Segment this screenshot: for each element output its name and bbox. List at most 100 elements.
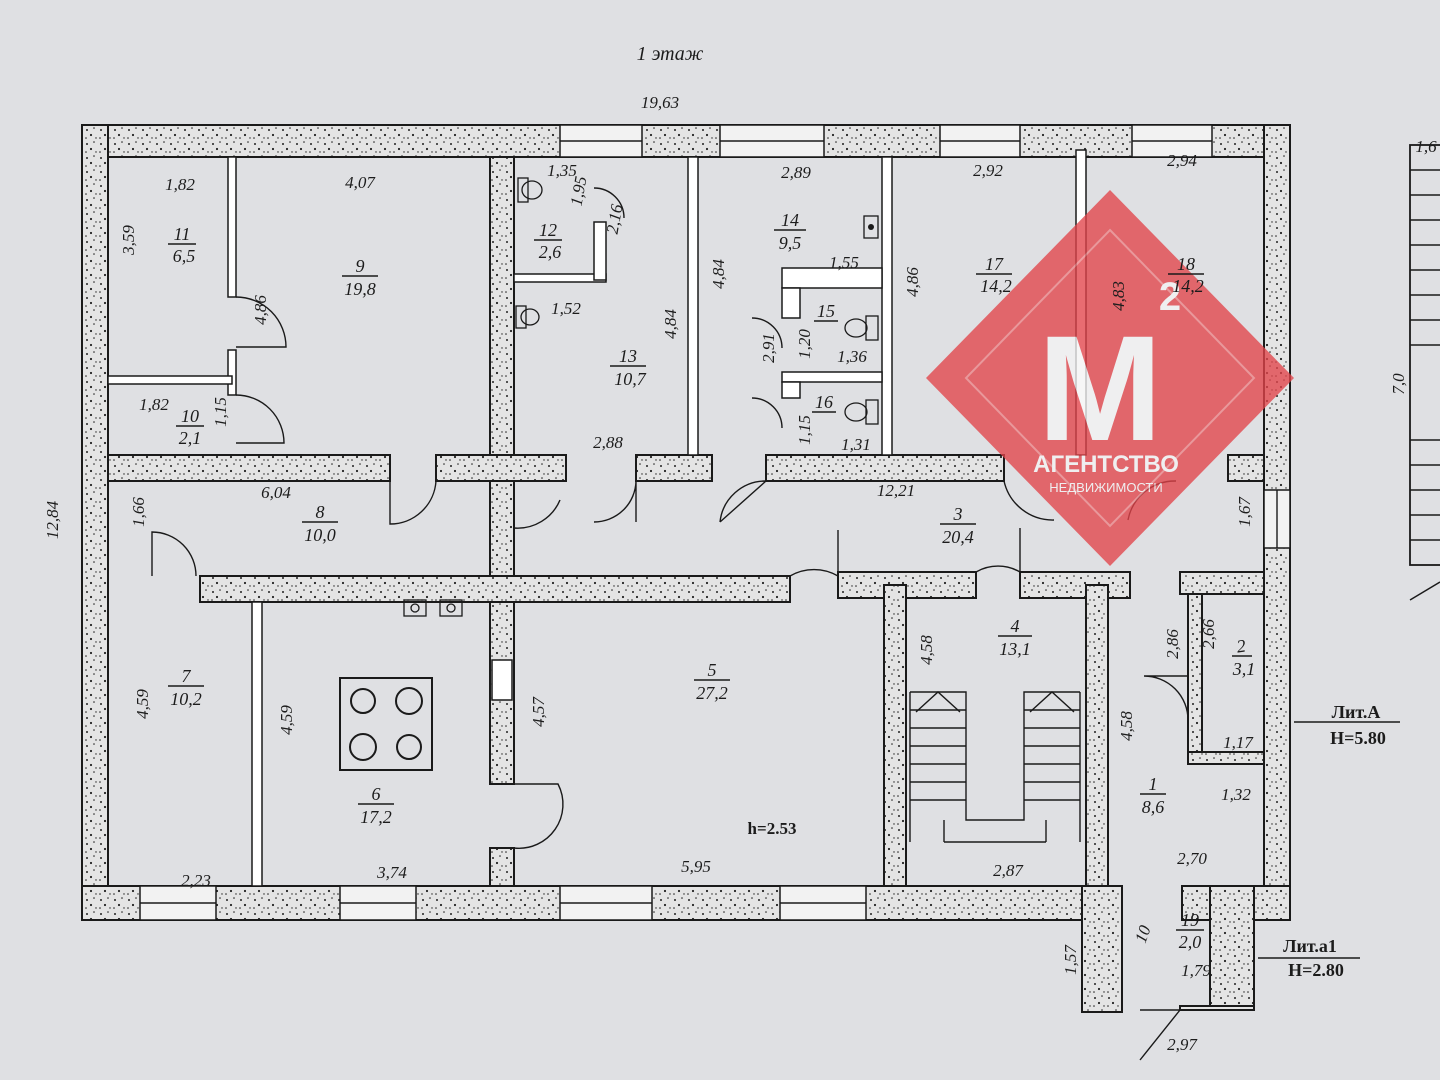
room-2: 23,1 [1232, 636, 1256, 679]
svg-text:1,6: 1,6 [1415, 137, 1437, 156]
svg-text:2,16: 2,16 [603, 202, 627, 235]
svg-text:1: 1 [1149, 774, 1158, 794]
svg-text:1,82: 1,82 [139, 395, 169, 414]
svg-text:4,86: 4,86 [903, 267, 922, 297]
svg-text:14,2: 14,2 [1172, 276, 1204, 296]
svg-text:4,83: 4,83 [1109, 281, 1128, 311]
sanitary-fixtures [403, 177, 879, 617]
svg-text:19: 19 [1181, 910, 1199, 930]
svg-text:3,74: 3,74 [376, 863, 407, 882]
svg-text:1,57: 1,57 [1061, 944, 1080, 975]
svg-text:5,95: 5,95 [681, 857, 711, 876]
room-7: 710,2 [168, 666, 204, 709]
svg-text:9,5: 9,5 [779, 233, 802, 253]
svg-text:H=5.80: H=5.80 [1330, 728, 1386, 748]
svg-text:6,5: 6,5 [173, 246, 196, 266]
svg-text:1,95: 1,95 [567, 175, 591, 208]
svg-text:20,4: 20,4 [942, 527, 974, 547]
svg-text:14: 14 [781, 210, 799, 230]
svg-text:12,21: 12,21 [877, 481, 915, 500]
svg-text:17: 17 [985, 254, 1004, 274]
svg-text:16: 16 [815, 392, 833, 412]
room-19: 192,0 [1176, 910, 1204, 952]
room-9: 919,8 [342, 256, 378, 299]
svg-text:Лит.а1: Лит.а1 [1283, 936, 1337, 956]
svg-text:10,2: 10,2 [170, 689, 202, 709]
svg-text:4,58: 4,58 [1117, 711, 1136, 741]
svg-text:1,52: 1,52 [551, 299, 581, 318]
stove [339, 677, 433, 771]
svg-text:H=2.80: H=2.80 [1288, 960, 1344, 980]
room-14: 149,5 [774, 210, 806, 253]
svg-text:19,8: 19,8 [344, 279, 376, 299]
svg-text:2,89: 2,89 [781, 163, 811, 182]
windows [139, 124, 1291, 921]
svg-text:4,57: 4,57 [529, 696, 548, 727]
svg-text:7,0: 7,0 [1389, 373, 1408, 395]
svg-text:4,58: 4,58 [917, 635, 936, 665]
svg-text:9: 9 [356, 256, 365, 276]
svg-text:1,67: 1,67 [1235, 496, 1254, 527]
svg-text:Лит.А: Лит.А [1332, 702, 1381, 722]
svg-text:1,36: 1,36 [837, 347, 867, 366]
svg-text:2,0: 2,0 [1179, 932, 1202, 952]
svg-text:1,17: 1,17 [1223, 733, 1254, 752]
svg-text:2,66: 2,66 [1199, 619, 1218, 649]
interior-walls [107, 156, 1265, 887]
watermark-agency-line1: АГЕНТСТВО [1033, 451, 1179, 478]
room-6: 617,2 [358, 784, 394, 827]
svg-text:2,92: 2,92 [973, 161, 1003, 180]
svg-text:10: 10 [181, 406, 199, 426]
svg-text:2: 2 [1235, 636, 1247, 657]
svg-text:14,2: 14,2 [980, 276, 1012, 296]
svg-text:1,35: 1,35 [547, 161, 577, 180]
svg-text:1,82: 1,82 [165, 175, 195, 194]
svg-text:2,91: 2,91 [759, 333, 778, 363]
floor-title: 1 этаж [637, 43, 704, 65]
agency-watermark: M 2 АГЕНТСТВО НЕДВИЖИМОСТИ [926, 190, 1294, 566]
svg-text:2,70: 2,70 [1177, 849, 1207, 868]
lit-a1-label: Лит.а1 H=2.80 [1283, 936, 1344, 980]
room-12: 122,6 [534, 220, 562, 262]
svg-text:1,20: 1,20 [795, 329, 814, 359]
svg-text:12: 12 [539, 220, 557, 240]
svg-text:13: 13 [619, 346, 637, 366]
room-4: 413,1 [998, 616, 1032, 659]
svg-text:6,04: 6,04 [261, 483, 291, 502]
svg-text:5: 5 [708, 660, 717, 680]
room-labels: 18,6 23,1 320,4 413,1 527,2 617,2 710,2 … [168, 210, 1255, 952]
svg-text:4,59: 4,59 [277, 705, 296, 735]
svg-text:2,86: 2,86 [1163, 629, 1182, 659]
lit-a-label: Лит.А H=5.80 [1330, 702, 1386, 748]
svg-text:3,1: 3,1 [1232, 659, 1256, 679]
room-8: 810,0 [302, 502, 338, 545]
watermark-logo-exponent: 2 [1159, 275, 1181, 319]
svg-text:2,94: 2,94 [1167, 151, 1197, 170]
room-10: 102,1 [176, 406, 204, 448]
svg-text:4,84: 4,84 [661, 309, 680, 339]
svg-text:7: 7 [182, 666, 192, 686]
svg-text:1,66: 1,66 [129, 497, 148, 527]
svg-text:1,79: 1,79 [1181, 961, 1211, 980]
room-11: 116,5 [168, 224, 196, 266]
svg-text:27,2: 27,2 [696, 683, 728, 703]
dim-building-length: 19,63 [641, 93, 679, 112]
svg-text:2,23: 2,23 [181, 871, 211, 890]
svg-text:15: 15 [817, 301, 835, 321]
svg-text:2,1: 2,1 [179, 428, 202, 448]
svg-text:3,59: 3,59 [119, 225, 138, 256]
svg-text:8: 8 [316, 502, 325, 522]
svg-text:4: 4 [1011, 616, 1020, 636]
svg-text:11: 11 [174, 224, 191, 244]
room-13: 13 10,7 [610, 346, 647, 389]
room-3: 320,4 [940, 504, 976, 547]
svg-text:1,55: 1,55 [829, 253, 859, 272]
svg-text:2,87: 2,87 [993, 861, 1024, 880]
watermark-agency-line2: НЕДВИЖИМОСТИ [1049, 480, 1162, 495]
svg-text:10,7: 10,7 [614, 369, 647, 389]
svg-text:2,88: 2,88 [593, 433, 623, 452]
